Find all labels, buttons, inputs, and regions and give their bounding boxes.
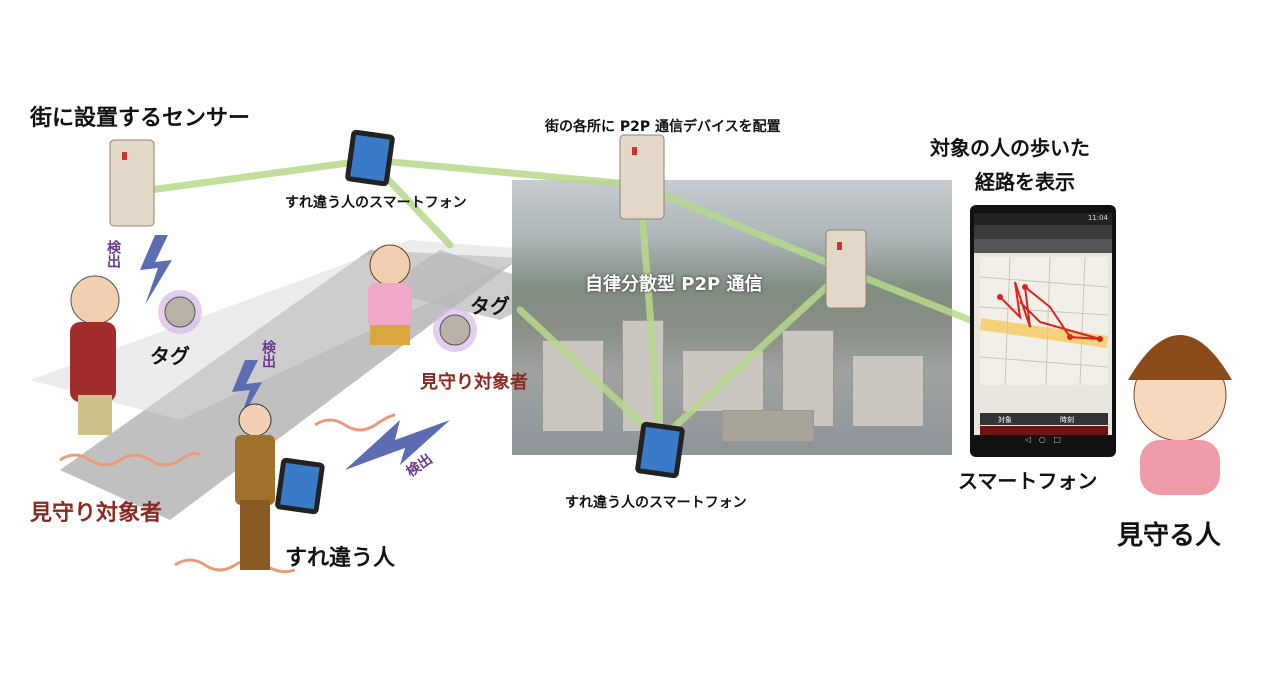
route-title-line2: 経路を表示 [975, 170, 1075, 194]
path-wave [314, 413, 396, 432]
path-wave [59, 451, 202, 467]
clock: 11:04 [1087, 214, 1108, 222]
detect-label-2: 検出 [260, 340, 276, 368]
table-col-target: 対象 [998, 416, 1012, 424]
route-map-graphic [979, 256, 1109, 386]
tag-label-left: タグ [150, 344, 190, 368]
table-row[interactable] [980, 426, 1108, 436]
tablet-top [345, 129, 395, 187]
link-line [516, 306, 664, 444]
route-map[interactable] [979, 256, 1109, 386]
autonomous-p2p-label: 自律分散型 P2P 通信 [585, 274, 763, 295]
detect-bolt [345, 420, 450, 470]
android-nav-bar: ◁ ○ □ [974, 435, 1112, 449]
tablet-passerby [275, 457, 325, 515]
status-bar: 11:04 [974, 213, 1112, 225]
sensor-title: 街に設置するセンサー [30, 106, 251, 131]
building [722, 410, 814, 442]
passerby-label: すれ違う人 [285, 546, 396, 571]
screen-filter [974, 239, 1112, 253]
sensor-device-right [825, 229, 867, 309]
tag-left [158, 290, 202, 334]
link-line [146, 156, 374, 194]
sensor-device-left [109, 139, 155, 227]
link-line [656, 266, 849, 444]
p2p-links [146, 156, 974, 444]
detect-label-1: 検出 [105, 240, 121, 268]
passing-smartphone-label-bottom: すれ違う人のスマートフォン [565, 495, 747, 511]
sensor-device-center [619, 134, 665, 220]
smartphone-route-display: 11:04 対象 時刻 ◁ ○ □ [970, 205, 1116, 457]
watcher-person [1128, 335, 1232, 495]
watcher-label: 見守る人 [1117, 521, 1222, 551]
link-line [636, 181, 849, 274]
detect-bolt [232, 360, 262, 425]
screen-title [974, 225, 1112, 239]
route-table-header: 対象 時刻 [980, 413, 1108, 425]
girl-person [368, 244, 412, 345]
p2p-device-title: 街の各所に P2P 通信デバイスを配置 [545, 119, 781, 135]
passerby-person [235, 403, 275, 570]
tag-label-right: タグ [470, 294, 510, 318]
detect-bolt [140, 235, 172, 305]
elderly-person [70, 275, 120, 435]
link-line [636, 181, 664, 444]
tablet-bottom [635, 421, 685, 479]
passing-smartphone-label-top: すれ違う人のスマートフォン [285, 195, 467, 211]
smartphone-label: スマートフォン [958, 469, 1098, 493]
route-title-line1: 対象の人の歩いた [930, 136, 1090, 160]
watched-person-label-right: 見守り対象者 [420, 372, 528, 393]
building [852, 355, 924, 427]
table-col-time: 時刻 [1060, 416, 1074, 424]
phone-screen: 11:04 対象 時刻 ◁ ○ □ [974, 213, 1112, 449]
watched-person-label-left: 見守り対象者 [30, 501, 163, 526]
tag-right [433, 308, 477, 352]
link-line [366, 156, 644, 189]
path-wave [174, 558, 296, 574]
